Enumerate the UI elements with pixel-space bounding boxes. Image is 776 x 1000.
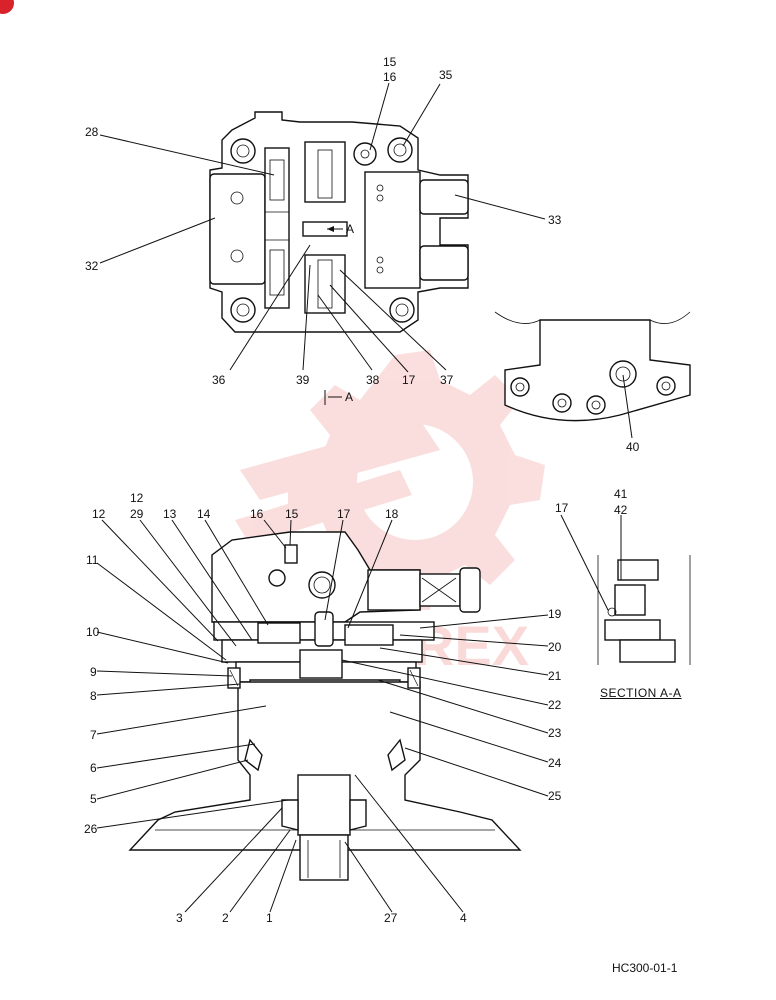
callout-label: 10: [86, 625, 100, 639]
callout-label: 12: [130, 491, 144, 505]
callout-label: 7: [90, 728, 97, 742]
callout-label: 14: [197, 507, 211, 521]
callouts-main: 12 29 12 13 14 16 15 17 18 11 19 10 20 2…: [84, 491, 562, 925]
detail-view-drain-port: [494, 311, 691, 422]
callout-label: 25: [548, 789, 562, 803]
leader-lines: [96, 82, 633, 913]
callout-label: 15: [383, 55, 397, 69]
callout-label: 40: [626, 440, 640, 454]
callout-label: 3: [176, 911, 183, 925]
callout-label: 2: [222, 911, 229, 925]
callout-label: 4: [460, 911, 467, 925]
callout-label: 33: [548, 213, 562, 227]
callouts-section: 41 42 17: [555, 487, 628, 517]
callout-label: 8: [90, 689, 97, 703]
callout-label: 38: [366, 373, 380, 387]
callout-label: 9: [90, 665, 97, 679]
callout-label: 16: [383, 70, 397, 84]
callout-label: 41: [614, 487, 628, 501]
callout-label: 21: [548, 669, 562, 683]
callout-label: 39: [296, 373, 310, 387]
callout-label: 28: [85, 125, 99, 139]
callout-label: 17: [337, 507, 351, 521]
callout-label: 22: [548, 698, 562, 712]
callouts-top-view: 15 16 35 28 32 33 36 39 38 17 37: [85, 55, 562, 387]
callout-label: 36: [212, 373, 226, 387]
callout-label: 5: [90, 792, 97, 806]
callout-label: 11: [86, 553, 99, 567]
callout-label: 35: [439, 68, 453, 82]
drawing-code: HC300-01-1: [612, 961, 678, 975]
callout-label: 42: [614, 503, 628, 517]
callout-label: 16: [250, 507, 264, 521]
main-assembly-section: [128, 531, 522, 881]
section-a-a-view: [597, 555, 691, 665]
top-view-valve-block: [209, 111, 469, 405]
callouts-detail: 40: [626, 440, 640, 454]
watermark-logo: [235, 350, 545, 610]
section-title: SECTION A-A: [600, 686, 682, 700]
callout-label: 27: [384, 911, 398, 925]
callout-label: 23: [548, 726, 562, 740]
callout-label: 20: [548, 640, 562, 654]
callout-label: 19: [548, 607, 562, 621]
callout-label: 6: [90, 761, 97, 775]
callout-label: 12: [92, 507, 106, 521]
callout-label: 24: [548, 756, 562, 770]
callout-label: 18: [385, 507, 399, 521]
callout-label: 29: [130, 507, 144, 521]
callout-label: 17: [555, 501, 569, 515]
callout-label: 13: [163, 507, 177, 521]
callout-label: 1: [266, 911, 273, 925]
callout-label: 32: [85, 259, 99, 273]
section-marker-top: A: [346, 222, 354, 236]
callout-label: 17: [402, 373, 416, 387]
corner-badge: [0, 0, 14, 14]
section-marker-bottom: A: [345, 390, 353, 404]
callout-label: 37: [440, 373, 454, 387]
callout-label: 26: [84, 822, 98, 836]
callout-label: 15: [285, 507, 299, 521]
